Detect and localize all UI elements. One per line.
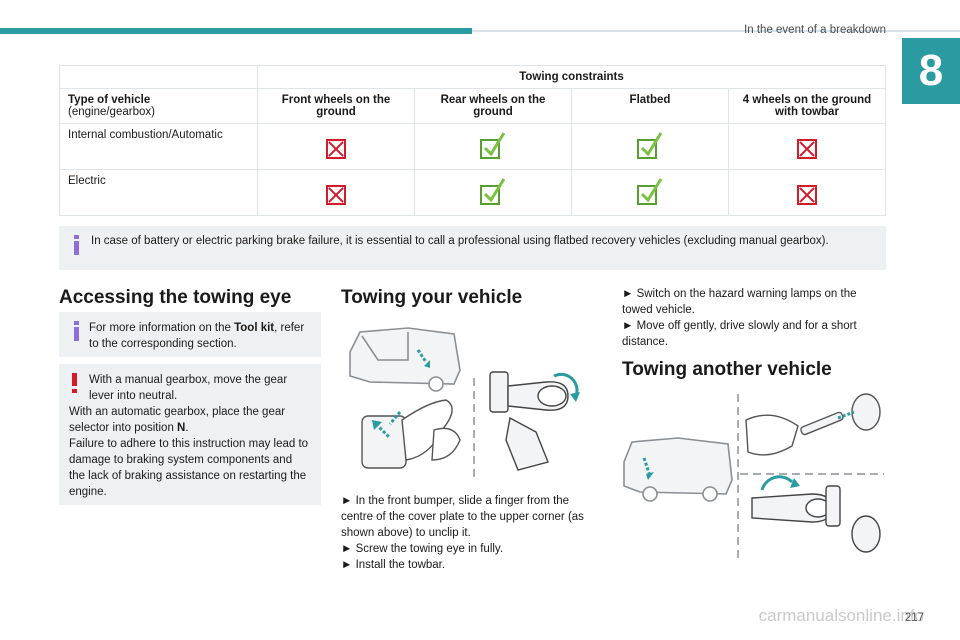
- check-icon: [637, 132, 663, 159]
- header-rule: [472, 30, 960, 32]
- step-text: ► Switch on the hazard warning lamps on …: [622, 288, 857, 316]
- towing-another-illustration: [623, 393, 884, 560]
- table-group-header: Towing constraints: [257, 65, 886, 89]
- col-header-flatbed: Flatbed: [571, 88, 729, 124]
- towing-constraints-table: Towing constraints Type of vehicle (engi…: [59, 65, 886, 216]
- check-icon: [480, 132, 506, 159]
- warning-line: With a manual gearbox, move the gear lev…: [89, 374, 288, 402]
- note-text: For more information on the: [89, 322, 235, 334]
- section-title: In the event of a breakdown: [744, 24, 886, 36]
- info-note-text: In case of battery or electric parking b…: [91, 235, 829, 247]
- check-icon: [637, 178, 663, 205]
- table-row: Internal combustion/Automatic: [59, 123, 886, 170]
- watermark: carmanualsonline.info: [758, 606, 924, 625]
- table-row: Electric: [59, 169, 886, 216]
- row-label: Electric: [59, 169, 258, 216]
- header-accent-bar: [0, 28, 472, 34]
- towing-steps: ► In the front bumper, slide a finger fr…: [341, 493, 603, 573]
- table-corner: [59, 65, 258, 89]
- step-text: ► In the front bumper, slide a finger fr…: [341, 495, 584, 539]
- towing-eye-illustration: [349, 327, 580, 480]
- note-text-end: , refer to the corresponding section.: [89, 322, 305, 350]
- col-header-towbar: 4 wheels on the ground with towbar: [728, 88, 886, 124]
- type-header-sub: (engine/gearbox): [68, 106, 155, 118]
- cross-icon: [326, 139, 346, 159]
- col-header-front: Front wheels on the ground: [257, 88, 415, 124]
- type-header-title: Type of vehicle: [68, 94, 151, 106]
- warning-icon: [72, 373, 78, 393]
- chapter-badge: 8: [902, 38, 960, 104]
- gearbox-warning: With a manual gearbox, move the gear lev…: [59, 364, 321, 505]
- step-text: ► Install the towbar.: [341, 559, 446, 571]
- type-header: Type of vehicle (engine/gearbox): [59, 88, 258, 124]
- row-label: Internal combustion/Automatic: [59, 123, 258, 170]
- check-icon: [480, 178, 506, 205]
- warning-line: Failure to adhere to this instruction ma…: [69, 438, 309, 498]
- warning-line: With an automatic gearbox, place the gea…: [69, 406, 286, 434]
- page-number: 217: [904, 612, 924, 624]
- cross-icon: [797, 139, 817, 159]
- cross-icon: [797, 185, 817, 205]
- tool-kit-note: For more information on the Tool kit, re…: [59, 312, 321, 357]
- info-icon: [71, 235, 83, 255]
- accessing-title: Accessing the towing eye: [59, 287, 292, 308]
- cross-icon: [326, 185, 346, 205]
- note-bold: Tool kit: [234, 322, 275, 334]
- step-text: ► Move off gently, drive slowly and for …: [622, 320, 857, 348]
- towing-your-vehicle-title: Towing your vehicle: [341, 287, 523, 308]
- hazard-steps: ► Switch on the hazard warning lamps on …: [622, 286, 884, 350]
- info-note: In case of battery or electric parking b…: [59, 226, 886, 270]
- step-text: ► Screw the towing eye in fully.: [341, 543, 504, 555]
- info-icon: [71, 321, 83, 341]
- col-header-rear: Rear wheels on the ground: [414, 88, 572, 124]
- towing-another-title: Towing another vehicle: [622, 359, 832, 380]
